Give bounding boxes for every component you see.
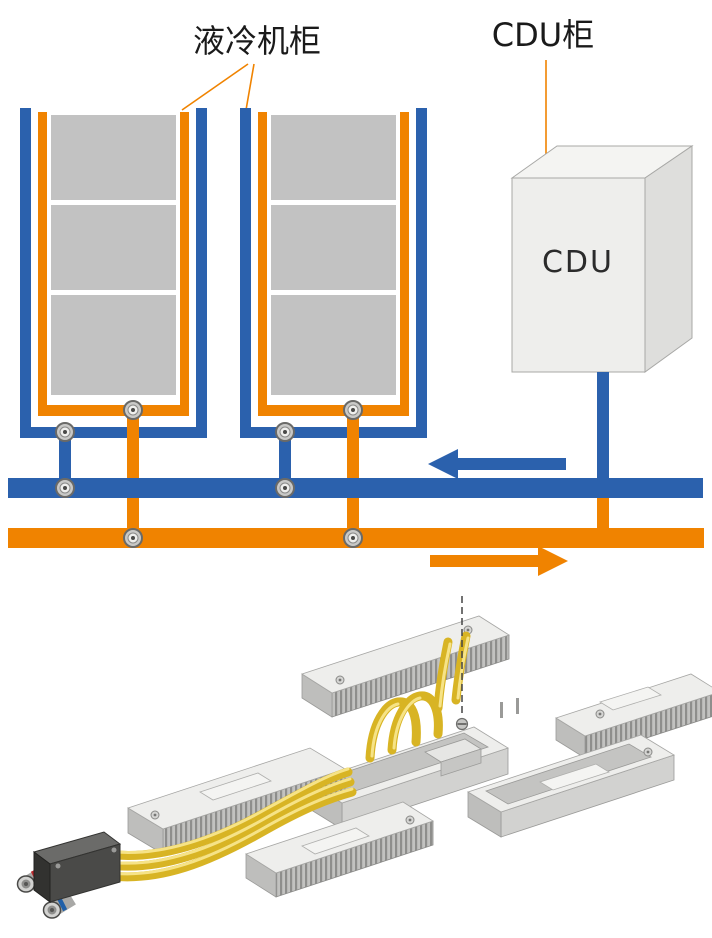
coupler-blue-band	[56, 896, 68, 912]
server-panel	[51, 295, 176, 395]
schematic-section: 液冷机柜 CDU柜	[8, 16, 704, 576]
blue-pipe-left	[20, 108, 31, 438]
label-cdu-cabinet: CDU柜	[492, 16, 594, 54]
label-liquid-cooling-cabinet: 液冷机柜	[193, 22, 321, 60]
server-panel	[271, 115, 396, 200]
orange-pipe-left	[38, 112, 47, 416]
blue-pipe-right	[196, 108, 207, 438]
valve-icon	[55, 422, 75, 442]
guide-pin	[516, 698, 519, 714]
cdu-front-face	[511, 177, 646, 373]
screw-icon	[111, 847, 117, 853]
valve-icon	[343, 528, 363, 548]
flow-arrow-blue-left	[428, 449, 566, 479]
orange-pipe-right	[180, 112, 189, 416]
quick-connector	[16, 831, 122, 919]
coupler-center	[24, 882, 28, 886]
flow-arrow-orange-right	[430, 546, 568, 576]
guide-pin	[500, 702, 503, 718]
orange-drop-pipe	[347, 405, 359, 548]
valve-icon	[343, 400, 363, 420]
valve-icon	[123, 400, 143, 420]
cdu-side-face	[644, 145, 693, 373]
cdu-orange-riser	[597, 498, 609, 528]
leader-line-cabinet1	[181, 63, 249, 111]
blue-supply-main	[8, 478, 703, 498]
valve-icon	[55, 478, 75, 498]
blue-pipe-left	[240, 108, 251, 438]
cdu-blue-riser	[597, 372, 609, 478]
blue-pipe-right	[416, 108, 427, 438]
exploded-view-section	[16, 596, 712, 919]
orange-pipe-left	[258, 112, 267, 416]
orange-drop-pipe	[127, 405, 139, 548]
valve-icon	[123, 528, 143, 548]
coupler-center	[50, 908, 54, 912]
server-panel	[51, 115, 176, 200]
coolant-tubes	[93, 631, 471, 882]
server-module-right	[467, 698, 675, 838]
screw-icon	[55, 863, 61, 869]
valve-icon	[275, 478, 295, 498]
server-module-front	[245, 801, 434, 898]
assembly-guide	[455, 596, 469, 731]
blue-pipe-bottom	[240, 427, 427, 438]
cdu-box: CDU	[510, 145, 694, 373]
orange-pipe-right	[400, 112, 409, 416]
server-module-top-right	[555, 673, 712, 759]
orange-pipe-bottom	[258, 405, 409, 416]
blue-pipe-bottom	[20, 427, 207, 438]
server-panel	[271, 295, 396, 395]
cold-plate-front	[440, 748, 482, 777]
valve-icon	[275, 422, 295, 442]
orange-pipe-bottom	[38, 405, 189, 416]
liquid-cooling-cabinet-2	[240, 108, 427, 548]
server-panel	[51, 205, 176, 290]
leader-line-cabinet2	[245, 63, 255, 111]
server-panel	[271, 205, 396, 290]
cdu-box-label: CDU	[542, 245, 614, 280]
connector-plate-end	[33, 851, 51, 903]
